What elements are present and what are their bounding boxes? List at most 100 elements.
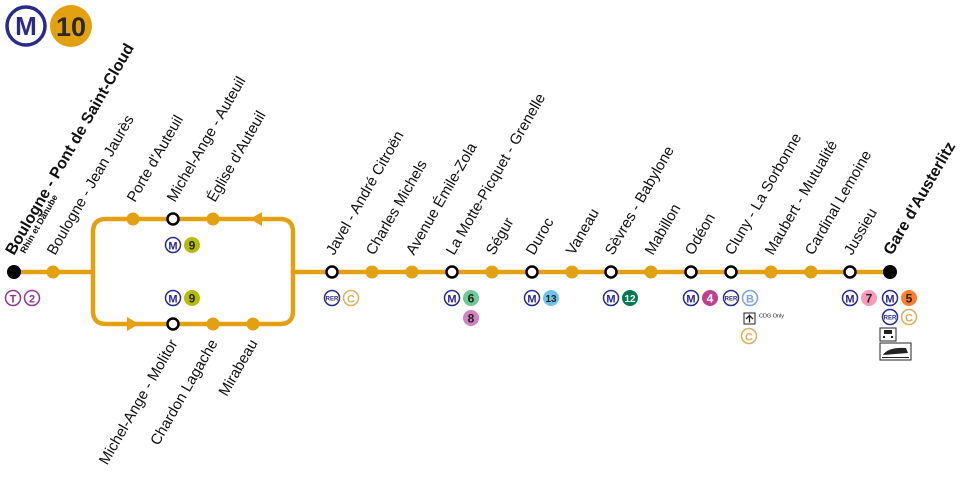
svg-text:13: 13: [545, 294, 557, 305]
metro-logo-icon: [443, 289, 461, 307]
svg-text:12: 12: [624, 294, 636, 305]
station-label-maubert-mutualite[interactable]: Maubert - Mutualité: [762, 138, 841, 258]
station-marker[interactable]: [206, 317, 220, 331]
station-marker[interactable]: [46, 265, 60, 279]
station-label-mabillon[interactable]: Mabillon: [642, 201, 685, 258]
metro-logo-icon: [523, 289, 541, 307]
tram-line-badge-2: [23, 289, 41, 307]
train-icon: [879, 327, 897, 342]
station-marker[interactable]: [644, 265, 658, 279]
svg-text:M: M: [527, 294, 536, 306]
station-marker[interactable]: [804, 265, 818, 279]
terminus-marker[interactable]: [883, 265, 897, 279]
station-marker[interactable]: [565, 265, 579, 279]
track-loop: [90, 216, 296, 327]
interchange-marker[interactable]: [525, 265, 539, 279]
station-label-avenue-emile-zola[interactable]: Avenue Émile-Zola: [403, 139, 481, 258]
station-label-segur[interactable]: Ségur: [483, 215, 518, 258]
metro-logo-icon: [881, 289, 899, 307]
interchange-marker[interactable]: [724, 265, 738, 279]
svg-text:M: M: [845, 294, 854, 306]
svg-text:9: 9: [189, 239, 196, 253]
svg-text:9: 9: [189, 292, 196, 306]
svg-text:T: T: [10, 294, 17, 306]
svg-text:M: M: [168, 241, 177, 253]
rer-line-badge-c: [900, 308, 918, 326]
svg-text:RER: RER: [326, 297, 339, 303]
metro-logo-icon: [5, 5, 47, 47]
svg-text:C: C: [745, 332, 753, 344]
station-marker[interactable]: [405, 265, 419, 279]
station-label-odeon[interactable]: Odéon: [682, 210, 719, 258]
direction-arrow-east: [127, 317, 139, 331]
svg-text:C: C: [347, 294, 355, 306]
metro-line-badge-12: [622, 290, 638, 306]
svg-text:M: M: [686, 294, 695, 306]
metro-line-badge-5: [901, 290, 917, 306]
svg-text:RER: RER: [725, 297, 738, 303]
metro-logo-icon: [602, 289, 620, 307]
svg-text:7: 7: [866, 292, 873, 306]
rer-line-badge-c: [740, 327, 758, 345]
station-marker[interactable]: [246, 317, 260, 331]
rer-logo-icon: [881, 308, 899, 326]
rer-logo-icon: [722, 289, 740, 307]
svg-text:M: M: [606, 294, 615, 306]
station-label-duroc[interactable]: Duroc: [523, 214, 558, 258]
station-label-gare-d-austerlitz[interactable]: Gare d'Austerlitz: [881, 139, 959, 258]
interchange-marker[interactable]: [843, 265, 857, 279]
station-markers: [7, 212, 897, 331]
station-label-jussieu[interactable]: Jussieu: [841, 205, 881, 258]
line-number: 10: [56, 12, 86, 42]
svg-text:C: C: [905, 313, 913, 325]
station-marker[interactable]: [764, 265, 778, 279]
interchange-marker[interactable]: [684, 265, 698, 279]
metro-line-badge-6: [463, 290, 479, 306]
station-label-vaneau[interactable]: Vaneau: [563, 206, 603, 258]
station-labels: Boulogne - Pont de Saint-Cloud Rhin et D…: [3, 41, 959, 468]
metro-line-badge-7: [861, 290, 877, 306]
metro-logo-icon: [164, 236, 182, 254]
station-label-mirabeau[interactable]: Mirabeau: [215, 337, 261, 400]
tram-logo-icon: [4, 289, 22, 307]
rer-line-badge-b: [741, 289, 759, 307]
metro-line-badge-8: [463, 310, 479, 326]
network-letter: M: [15, 11, 37, 41]
metro-line-badge-9: [184, 290, 200, 306]
airplane-icon: [743, 312, 756, 325]
rer-logo-icon: [323, 289, 341, 307]
svg-text:RER: RER: [884, 316, 897, 322]
interchange-marker[interactable]: [445, 265, 459, 279]
svg-text:B: B: [746, 294, 754, 306]
svg-text:5: 5: [906, 292, 913, 306]
rer-line-badge-c: [342, 289, 360, 307]
metro-line-badge-4: [702, 290, 718, 306]
station-marker[interactable]: [485, 265, 499, 279]
metro-logo-icon: [682, 289, 700, 307]
interchange-marker[interactable]: [166, 212, 180, 226]
svg-text:M: M: [885, 294, 894, 306]
train-icon: [879, 342, 912, 361]
metro-logo-icon: [164, 289, 182, 307]
interchange-marker[interactable]: [604, 265, 618, 279]
station-marker[interactable]: [126, 212, 140, 226]
line-number-disc: [50, 5, 92, 47]
metro-logo-icon: [841, 289, 859, 307]
svg-text:4: 4: [707, 292, 714, 306]
svg-text:2: 2: [29, 294, 35, 306]
svg-text:8: 8: [468, 312, 475, 326]
line-badge: M 10: [5, 5, 92, 47]
svg-text:6: 6: [468, 292, 475, 306]
interchange-marker[interactable]: [166, 317, 180, 331]
cdg-only-note: CDG Only: [759, 314, 784, 320]
terminus-marker[interactable]: [7, 265, 21, 279]
svg-text:M: M: [168, 294, 177, 306]
interchange-marker[interactable]: [325, 265, 339, 279]
direction-arrow-west: [250, 212, 262, 226]
correspondences: T 2 M 9 M 9 RER C M 6 8 M 13 M 12: [4, 236, 918, 361]
metro-line-badge-13: [543, 290, 559, 306]
station-marker[interactable]: [206, 212, 220, 226]
station-marker[interactable]: [365, 265, 379, 279]
metro-line-badge-9: [184, 237, 200, 253]
